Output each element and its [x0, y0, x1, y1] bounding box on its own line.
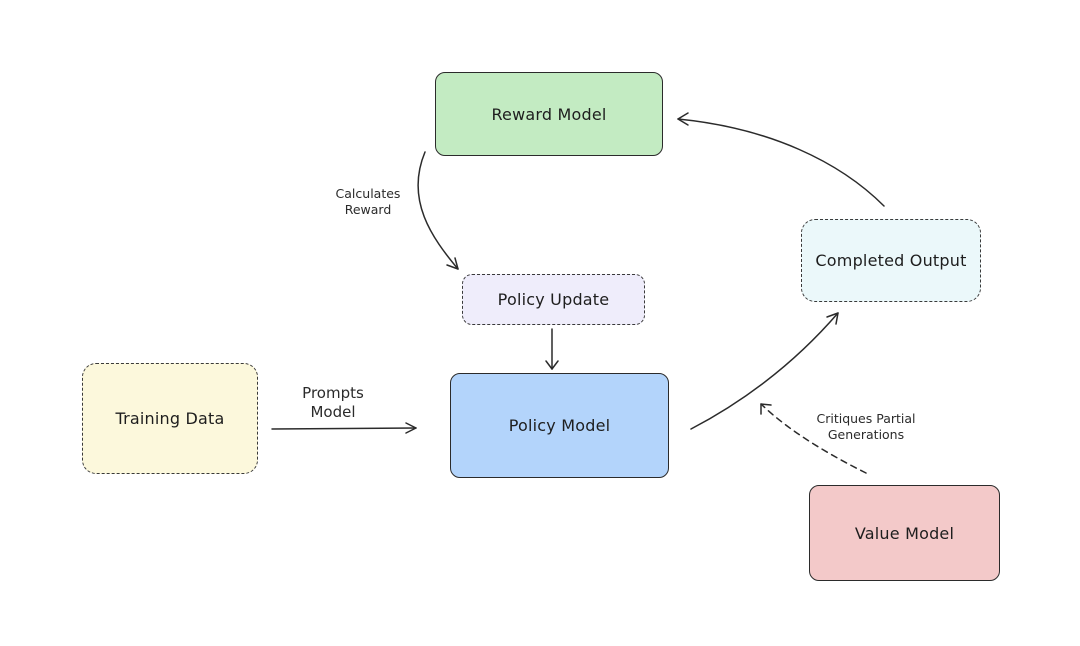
prompts-model-line-1: Prompts — [302, 384, 364, 402]
edge-policy-update-to-policy-model — [545, 328, 559, 370]
reward-model-node[interactable]: Reward Model — [435, 72, 663, 156]
calculates-reward-line-2: Reward — [344, 201, 392, 217]
completed-output-node[interactable]: Completed Output — [801, 219, 981, 302]
edge-prompts-model — [271, 422, 417, 434]
value-model-label: Value Model — [854, 523, 955, 543]
completed-output-label: Completed Output — [815, 251, 967, 270]
policy-update-label: Policy Update — [497, 290, 610, 309]
critiques-line-1: Critiques Partial — [816, 411, 916, 426]
critiques-line-2: Generations — [827, 426, 905, 442]
policy-update-node[interactable]: Policy Update — [462, 274, 645, 325]
critiques-partial-generations-label: Critiques Partial Generations — [796, 411, 936, 442]
edge-critiques-partial-generations — [760, 403, 867, 474]
prompts-model-label: Prompts Model — [290, 384, 376, 422]
policy-model-label: Policy Model — [508, 416, 611, 435]
edge-completed-output-to-reward — [677, 112, 885, 207]
training-data-label: Training Data — [115, 409, 225, 428]
prompts-model-line-2: Model — [310, 402, 356, 421]
calculates-reward-line-1: Calculates — [335, 186, 401, 201]
edge-calculates-reward — [417, 151, 459, 270]
calculates-reward-label: Calculates Reward — [324, 186, 412, 217]
value-model-node[interactable]: Value Model — [809, 485, 1000, 581]
training-data-node[interactable]: Training Data — [82, 363, 258, 474]
edge-policy-to-completed-output — [690, 312, 839, 430]
reward-model-label: Reward Model — [491, 104, 607, 124]
policy-model-node[interactable]: Policy Model — [450, 373, 669, 478]
